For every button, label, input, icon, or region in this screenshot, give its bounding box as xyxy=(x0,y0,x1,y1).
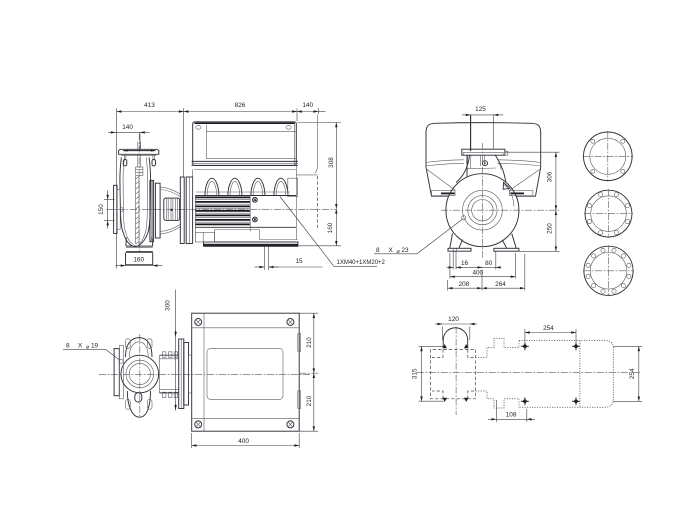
svg-text:254: 254 xyxy=(543,325,554,332)
svg-text:8: 8 xyxy=(66,342,70,349)
svg-text:1XM40+1XM20+2: 1XM40+1XM20+2 xyxy=(337,260,386,266)
svg-text:150: 150 xyxy=(98,204,105,215)
svg-text:826: 826 xyxy=(235,102,246,109)
svg-text:210: 210 xyxy=(306,337,313,348)
svg-text:⌀: ⌀ xyxy=(86,344,89,350)
svg-text:210: 210 xyxy=(306,395,313,406)
svg-text:160: 160 xyxy=(327,222,334,233)
svg-text:140: 140 xyxy=(122,124,133,131)
svg-text:254: 254 xyxy=(629,368,636,379)
svg-text:X: X xyxy=(78,342,83,349)
svg-text:413: 413 xyxy=(144,102,155,109)
svg-text:16: 16 xyxy=(461,260,469,267)
svg-text:15: 15 xyxy=(295,258,303,265)
svg-text:23: 23 xyxy=(402,247,410,254)
svg-text:208: 208 xyxy=(459,281,470,288)
svg-text:250: 250 xyxy=(547,223,554,234)
svg-text:125: 125 xyxy=(475,106,486,113)
svg-text:400: 400 xyxy=(238,438,249,445)
svg-text:264: 264 xyxy=(495,281,506,288)
svg-text:120: 120 xyxy=(448,316,459,323)
svg-text:X: X xyxy=(389,247,394,254)
svg-text:306: 306 xyxy=(547,171,554,182)
svg-text:160: 160 xyxy=(133,257,144,264)
svg-text:315: 315 xyxy=(412,368,419,379)
svg-text:308: 308 xyxy=(328,157,335,168)
svg-text:8: 8 xyxy=(376,247,380,254)
svg-text:140: 140 xyxy=(302,102,313,109)
svg-text:300: 300 xyxy=(164,300,171,311)
svg-text:108: 108 xyxy=(506,411,517,418)
svg-text:400: 400 xyxy=(472,270,483,277)
svg-text:19: 19 xyxy=(91,342,99,349)
svg-text:⌀: ⌀ xyxy=(397,249,400,255)
svg-text:80: 80 xyxy=(485,260,493,267)
